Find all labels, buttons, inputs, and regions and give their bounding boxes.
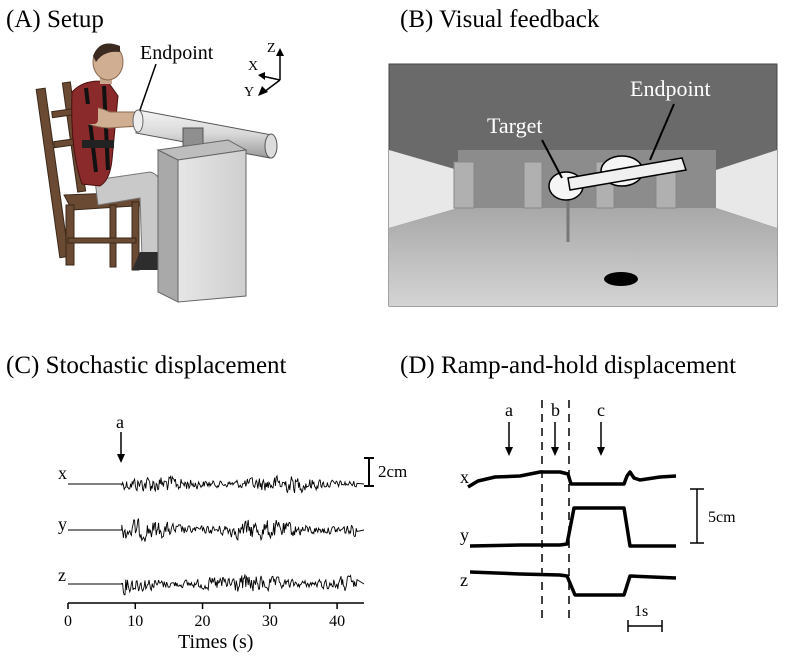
ramp-horizontal-scale-label: 1s: [634, 603, 648, 620]
ramp-marker-b-label: b: [551, 400, 560, 420]
feedback-endpoint-label: Endpoint: [630, 76, 711, 101]
panel-a-title: (A) Setup: [6, 6, 104, 33]
feedback-endpoint-pointer: [649, 103, 675, 161]
stochastic-trace-y: [68, 517, 365, 542]
ramp-trace-label-x: x: [460, 467, 469, 487]
ramp-trace-x: [467, 470, 677, 489]
stochastic-x-tick-label: 30: [262, 613, 278, 630]
stochastic-trace-z: [68, 574, 365, 596]
stochastic-x-tick-label: 20: [195, 613, 211, 630]
stochastic-x-ticks: 0 10 20 30 40: [64, 603, 345, 630]
manipulandum-illustration: [132, 109, 278, 303]
ramp-vertical-scale-label: 5cm: [708, 509, 736, 526]
stochastic-x-axis-label: Times (s): [178, 631, 253, 653]
setup-endpoint-pointer: [139, 63, 157, 111]
stochastic-trace-x: [68, 474, 365, 494]
stochastic-traces: [68, 474, 365, 596]
ramp-marker-c-arrow: [597, 447, 605, 456]
ramp-trace-z: [469, 570, 677, 597]
panel-c-title: (C) Stochastic displacement: [6, 352, 287, 379]
stochastic-scale-bar-label: 2cm: [378, 462, 407, 481]
ramp-marker-c-label: c: [597, 400, 605, 420]
trace-label-x: x: [58, 463, 67, 483]
seated-person-illustration: [71, 43, 162, 270]
axis-z-label: Z: [267, 41, 276, 56]
feedback-target-pointer: [541, 139, 563, 179]
ramp-marker-a-label: a: [505, 400, 513, 420]
stochastic-x-tick-label: 10: [127, 613, 143, 630]
ramp-trace-y: [469, 506, 676, 548]
coordinate-axes-icon: [258, 48, 284, 96]
trace-label-y: y: [58, 514, 67, 534]
ramp-marker-b-arrow: [551, 447, 559, 456]
stochastic-scale-bar: [364, 457, 374, 487]
ramp-horizontal-scale-bar: [627, 620, 663, 632]
stochastic-marker-label: a: [116, 412, 124, 432]
stochastic-x-tick-label: 40: [329, 613, 345, 630]
trace-label-z: z: [58, 565, 66, 585]
panel-b-title: (B) Visual feedback: [400, 6, 600, 33]
ramp-trace-label-z: z: [460, 570, 468, 590]
panel-d-ramp-hold-chart: a b c x y z 5cm: [460, 400, 736, 632]
panel-a-setup-illustration: Endpoint Z X Y: [35, 41, 284, 303]
axis-x-label: X: [248, 59, 258, 74]
ramp-vertical-scale-bar: [690, 488, 704, 544]
axis-y-label: Y: [244, 85, 254, 100]
setup-endpoint-label: Endpoint: [140, 42, 214, 64]
panel-b-visual-feedback: Target Endpoint: [388, 63, 778, 307]
ramp-marker-a-arrow: [505, 447, 513, 456]
panel-c-stochastic-chart: a x y z 2cm 0 10 20 30 40 Times (s): [58, 412, 407, 653]
stochastic-x-tick-label: 0: [64, 613, 72, 630]
feedback-target-label: Target: [487, 113, 542, 138]
panel-d-title: (D) Ramp-and-hold displacement: [400, 352, 737, 379]
ramp-trace-label-y: y: [460, 525, 469, 545]
